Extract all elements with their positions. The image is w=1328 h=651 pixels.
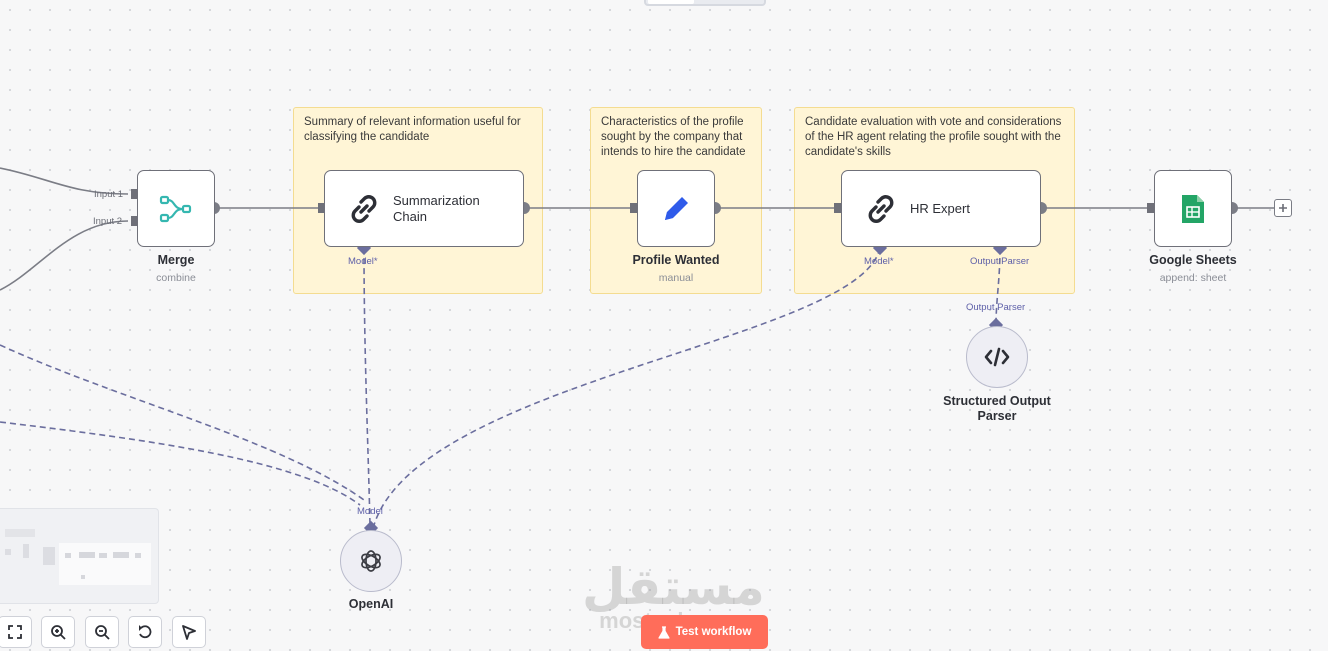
minimap-preview xyxy=(5,529,151,585)
merge-input2-label: Input 2 xyxy=(93,216,123,227)
sticky-note-text: Summary of relevant information useful f… xyxy=(304,116,521,143)
hr-expert-model-port-label[interactable]: Model* xyxy=(864,256,894,267)
merge-title: Merge xyxy=(157,253,195,267)
openai-title: OpenAI xyxy=(348,597,394,611)
fit-view-button[interactable] xyxy=(0,616,32,648)
openai-node[interactable] xyxy=(340,530,402,592)
summarization-label-line2: Chain xyxy=(393,208,427,224)
parser-title-line1: Structured Output xyxy=(943,394,1051,408)
hr-expert-parser-port-label[interactable]: Output Parser xyxy=(970,256,1030,267)
flask-icon xyxy=(657,625,670,639)
profile-wanted-title: Profile Wanted xyxy=(632,253,720,267)
merge-input1-label: Input 1 xyxy=(94,189,124,200)
sticky-note-text: Characteristics of the profile sought by… xyxy=(601,116,746,158)
summarization-chain-label: Summarization Chain xyxy=(393,193,480,225)
profile-wanted-node[interactable] xyxy=(637,170,715,247)
test-workflow-label: Test workflow xyxy=(675,626,752,638)
pointer-icon xyxy=(182,625,196,640)
fit-view-icon xyxy=(8,625,22,639)
zoom-out-button[interactable] xyxy=(85,616,119,648)
plus-icon xyxy=(1279,204,1287,212)
reset-zoom-button[interactable] xyxy=(128,616,162,648)
structured-output-parser-node[interactable] xyxy=(966,326,1028,388)
openai-port-label[interactable]: Model xyxy=(357,506,383,517)
top-toggle-segment[interactable] xyxy=(648,0,694,4)
merge-subtitle: combine xyxy=(156,272,196,284)
minimap[interactable] xyxy=(0,508,159,604)
code-icon xyxy=(984,347,1010,367)
zoom-in-icon xyxy=(51,625,66,640)
edge-offscreen-2 xyxy=(0,421,361,506)
undo-icon xyxy=(139,625,152,639)
google-sheets-node[interactable] xyxy=(1154,170,1232,247)
parser-port-label[interactable]: Output Parser xyxy=(966,302,1026,313)
merge-icon xyxy=(159,195,192,222)
profile-wanted-subtitle: manual xyxy=(658,272,694,284)
google-sheets-title: Google Sheets xyxy=(1149,253,1237,267)
zoom-in-button[interactable] xyxy=(41,616,75,648)
edge-to-merge-input2 xyxy=(0,220,129,291)
google-sheets-icon xyxy=(1182,194,1204,223)
parser-title-line2: Parser xyxy=(977,409,1017,423)
sticky-note-text: Candidate evaluation with vote and consi… xyxy=(805,116,1062,158)
watermark: مستقل mostaql.com xyxy=(582,558,765,632)
summarization-label-line1: Summarization xyxy=(393,192,480,208)
test-workflow-button[interactable]: Test workflow xyxy=(641,615,768,649)
google-sheets-subtitle: append: sheet xyxy=(1159,272,1227,284)
chain-link-icon xyxy=(868,194,894,223)
parser-title: Structured Output Parser xyxy=(927,394,1067,424)
add-node-button[interactable] xyxy=(1274,199,1292,217)
watermark-arabic: مستقل xyxy=(582,558,765,616)
chain-link-icon xyxy=(351,194,377,223)
merge-node[interactable] xyxy=(137,170,215,247)
tidy-up-button[interactable] xyxy=(172,616,206,648)
zoom-out-icon xyxy=(95,625,110,640)
summarization-chain-node[interactable]: Summarization Chain xyxy=(324,170,524,247)
hr-expert-node[interactable]: HR Expert xyxy=(841,170,1041,247)
pencil-icon xyxy=(665,196,688,220)
openai-icon xyxy=(361,550,381,572)
summarization-model-port-label[interactable]: Model* xyxy=(348,256,378,267)
top-toggle-bar[interactable] xyxy=(644,0,766,6)
hr-expert-label: HR Expert xyxy=(910,200,970,216)
edge-offscreen-1 xyxy=(0,344,365,501)
